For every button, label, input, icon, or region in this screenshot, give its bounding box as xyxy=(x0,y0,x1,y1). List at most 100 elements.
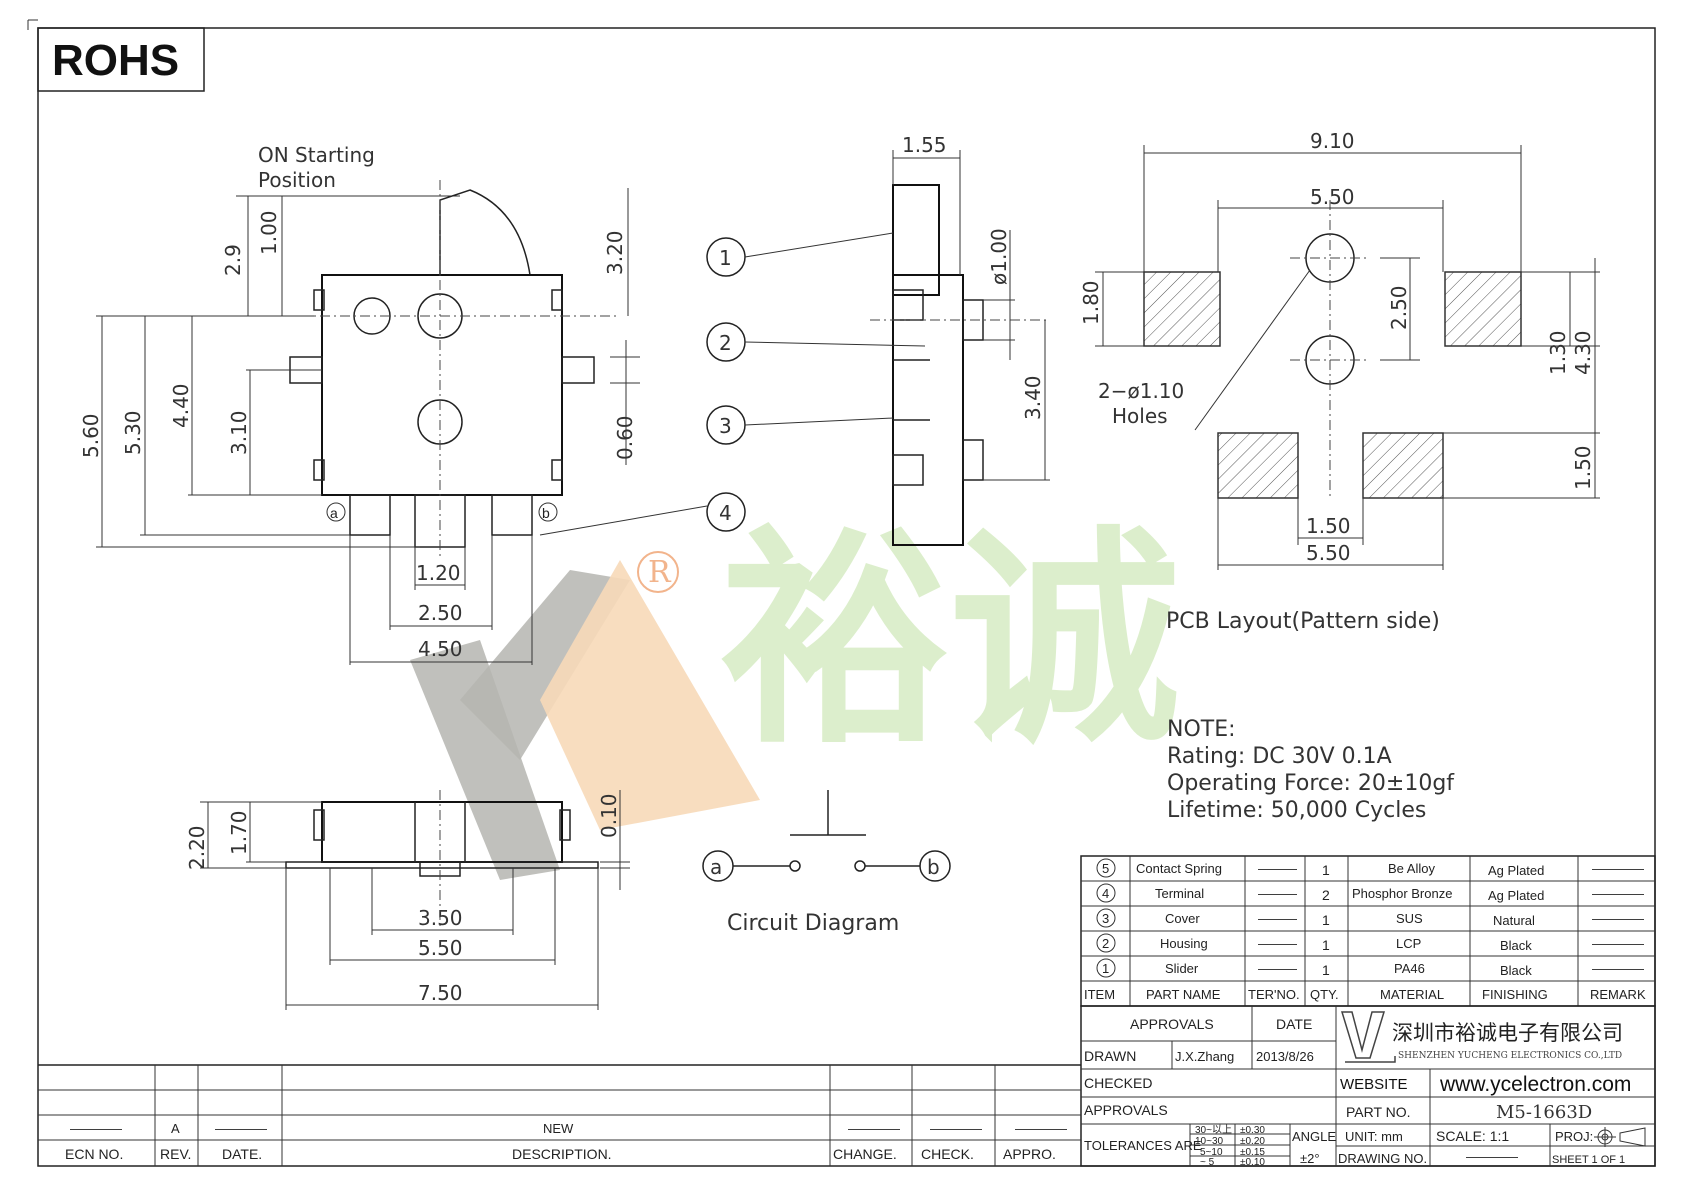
bom-qty: 1 xyxy=(1322,937,1330,953)
callout-1-label: 1 xyxy=(719,246,732,270)
dim-1-00: 1.00 xyxy=(257,210,281,255)
side-view: ON Starting Position a b 2.9 1.00 3.20 xyxy=(79,143,640,665)
bom-ter: ——— xyxy=(1258,911,1297,926)
watermark-registered: R xyxy=(648,555,672,590)
callout-2: 2 xyxy=(706,322,926,362)
bom-finishing: Natural xyxy=(1493,913,1535,928)
dim-5-50-top: 5.50 xyxy=(1310,185,1355,209)
tb-tol-value: ±0.15 xyxy=(1240,1147,1265,1158)
pcb-layout: 9.10 5.50 1.80 2.50 1.30 4.30 1.50 1.50 xyxy=(1079,129,1600,634)
note-title: NOTE: xyxy=(1167,717,1236,742)
bom-remark: ———— xyxy=(1592,936,1644,951)
rev-header-date: DATE. xyxy=(222,1146,262,1162)
dim-1-20: 1.20 xyxy=(416,561,461,585)
tb-approvals: APPROVALS xyxy=(1130,1016,1214,1032)
bom-header-item: ITEM xyxy=(1084,987,1115,1002)
profile-view: 1.55 ø1.00 3.40 1 2 3 4 xyxy=(539,133,1050,546)
rev-header-appro: APPRO. xyxy=(1003,1146,1056,1162)
rev-header-rev: REV. xyxy=(160,1146,191,1162)
bom-qty: 1 xyxy=(1322,912,1330,928)
dim-3-40: 3.40 xyxy=(1021,375,1045,420)
dim-4-40: 4.40 xyxy=(169,383,193,428)
callout-4-label: 4 xyxy=(719,501,732,525)
rohs-box: ROHS xyxy=(37,27,205,92)
bom-name: Housing xyxy=(1160,936,1208,951)
pcb-caption: PCB Layout(Pattern side) xyxy=(1166,609,1440,634)
dim-3-50: 3.50 xyxy=(418,906,463,930)
rohs-label: ROHS xyxy=(52,36,179,85)
tb-tol-range: 30~以上 xyxy=(1195,1124,1232,1136)
bom-material: SUS xyxy=(1396,911,1423,926)
tb-tol-value: ±0.30 xyxy=(1240,1125,1265,1136)
bom-header-finishing: FINISHING xyxy=(1482,987,1548,1002)
dim-3-10: 3.10 xyxy=(227,410,251,455)
tb-tolerances: TOLERANCES ARE xyxy=(1084,1138,1202,1153)
tb-tol-range: 5~10 xyxy=(1200,1147,1223,1158)
holes-label: 2−ø1.10 xyxy=(1098,379,1184,403)
note-block: NOTE: Rating: DC 30V 0.1A Operating Forc… xyxy=(1167,717,1455,823)
dim-0-10: 0.10 xyxy=(597,793,621,838)
circuit-a-label: a xyxy=(710,855,722,879)
rev-rev-value: A xyxy=(171,1121,180,1136)
bom-remark: ———— xyxy=(1592,961,1644,976)
rev-appro-value: ———— xyxy=(1015,1121,1067,1136)
tb-checked: CHECKED xyxy=(1084,1075,1152,1091)
rev-date-value: ———— xyxy=(215,1121,267,1136)
bom-header-name: PART NAME xyxy=(1146,987,1221,1002)
dim-4-30: 4.30 xyxy=(1571,330,1595,375)
rev-header-check: CHECK. xyxy=(921,1146,974,1162)
callout-4: 4 xyxy=(539,492,746,536)
tb-drawing-no-value: ———— xyxy=(1466,1149,1518,1164)
note-lifetime: Lifetime: 50,000 Cycles xyxy=(1167,798,1426,823)
bom-header-qty: QTY. xyxy=(1310,987,1339,1002)
bom-finishing: Ag Plated xyxy=(1488,863,1544,878)
rev-ecn-value: ———— xyxy=(70,1121,122,1136)
rev-change-value: ———— xyxy=(848,1121,900,1136)
company-name-cn: 深圳市裕诚电子有限公司 xyxy=(1392,1021,1623,1045)
tb-angle-value: ±2° xyxy=(1300,1151,1320,1166)
bom-ter: ——— xyxy=(1258,886,1297,901)
title-block: APPROVALS DATE DRAWN J.X.Zhang 2013/8/26… xyxy=(1080,1005,1656,1168)
dim-0-60: 0.60 xyxy=(613,415,637,460)
bom-header-remark: REMARK xyxy=(1590,987,1646,1002)
tb-website-label: WEBSITE xyxy=(1340,1076,1408,1093)
dim-9-10: 9.10 xyxy=(1310,129,1355,153)
bom-finishing: Ag Plated xyxy=(1488,888,1544,903)
dim-5-30: 5.30 xyxy=(121,410,145,455)
callout-3-label: 3 xyxy=(719,414,732,438)
tb-drawn-by: J.X.Zhang xyxy=(1175,1049,1234,1064)
callout-2-label: 2 xyxy=(719,331,732,355)
dim-5-60: 5.60 xyxy=(79,413,103,458)
dim-1-50-right: 1.50 xyxy=(1571,445,1595,490)
tb-tol-range: 10~30 xyxy=(1195,1136,1224,1147)
bom-name: Contact Spring xyxy=(1136,861,1222,876)
bottom-view: 2.20 1.70 0.10 3.50 5.50 7.50 xyxy=(185,790,630,1010)
bom-remark: ———— xyxy=(1592,886,1644,901)
bom-ter: ——— xyxy=(1258,961,1297,976)
dim-dia-1-00: ø1.00 xyxy=(987,228,1011,285)
rev-check-value: ———— xyxy=(930,1121,982,1136)
bom-item: 5 xyxy=(1102,861,1109,876)
watermark-logo: R 裕诚 xyxy=(410,508,1180,880)
bom-finishing: Black xyxy=(1500,938,1532,953)
watermark-brand: 裕诚 xyxy=(720,508,1180,775)
circuit-b-label: b xyxy=(927,855,940,879)
dim-bottom-5-50: 5.50 xyxy=(418,936,463,960)
sheet-border xyxy=(37,27,1656,1167)
circuit-caption: Circuit Diagram xyxy=(727,911,899,936)
bom-material: PA46 xyxy=(1394,961,1425,976)
tb-angle: ANGLE xyxy=(1292,1129,1336,1144)
dim-7-50: 7.50 xyxy=(418,981,463,1005)
position-label: Position xyxy=(258,168,336,192)
tb-scale: SCALE: 1:1 xyxy=(1436,1128,1509,1144)
bom-ter: ——— xyxy=(1258,861,1297,876)
on-starting-label: ON Starting xyxy=(258,143,375,167)
tb-part-no: M5-1663D xyxy=(1496,1102,1592,1123)
bom-header-material: MATERIAL xyxy=(1380,987,1444,1002)
terminal-a-label: a xyxy=(330,505,338,521)
dim-2-20: 2.20 xyxy=(185,825,209,870)
bom-header-row: ITEM PART NAME TER'NO. QTY. MATERIAL FIN… xyxy=(1084,987,1646,1002)
dim-1-70: 1.70 xyxy=(227,810,251,855)
bom-finishing: Black xyxy=(1500,963,1532,978)
